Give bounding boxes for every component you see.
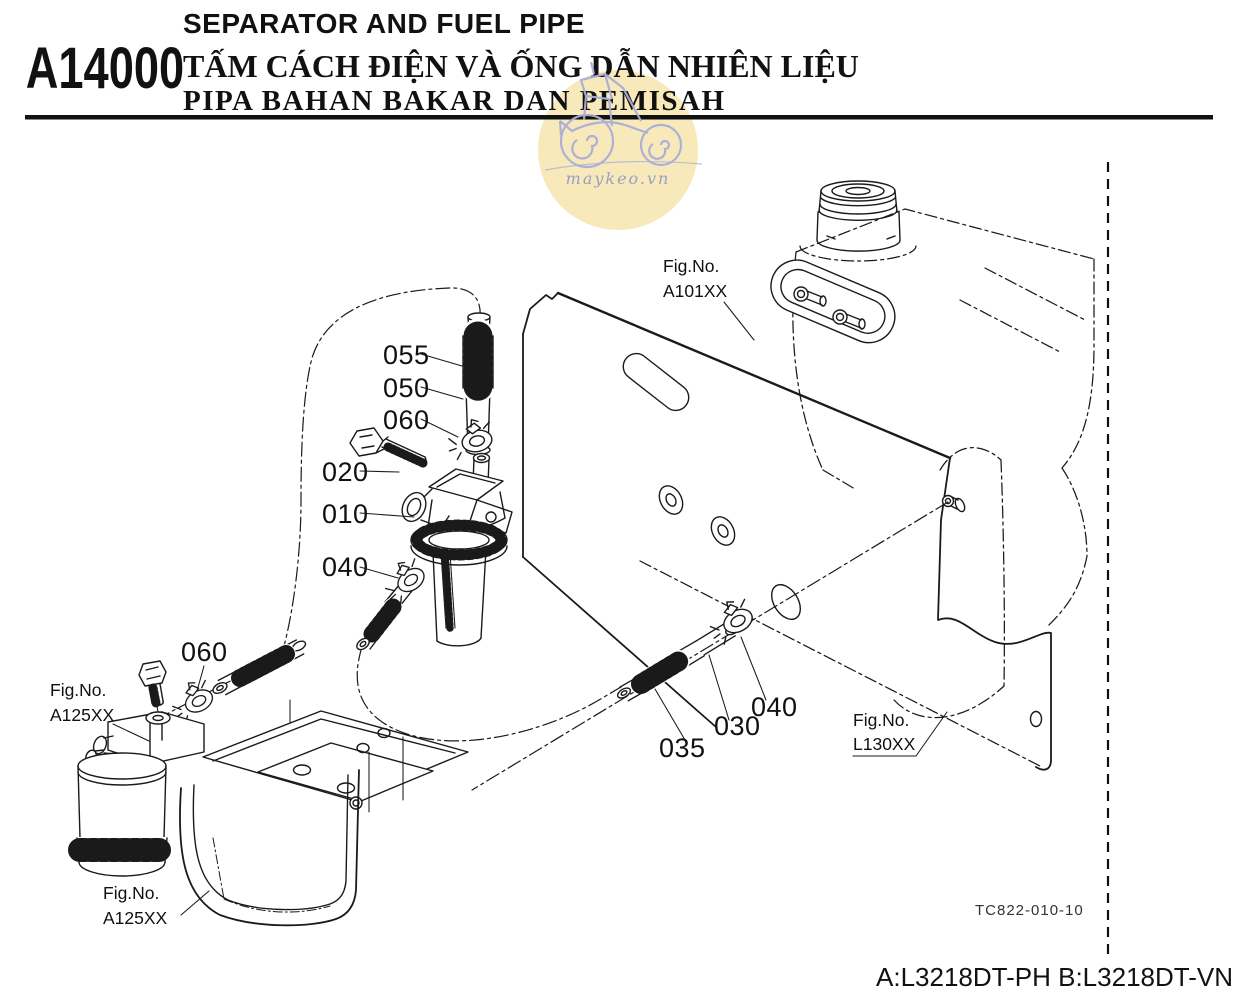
drawing-number: TC822-010-10 <box>975 902 1084 919</box>
drain-rod <box>441 549 454 632</box>
watermark-tractor-icon <box>544 61 703 171</box>
figure-references: Fig.No. A101XX Fig.No. A125XX Fig.No. A1… <box>50 256 948 928</box>
separator-panel <box>522 291 1052 771</box>
callout-040-bottom: 040 <box>751 692 798 722</box>
hose-040-mid <box>356 580 415 651</box>
title-vietnamese: TẤM CÁCH ĐIỆN VÀ ỐNG DẪN NHIÊN LIỆU <box>183 48 859 84</box>
figref-leaders <box>112 301 948 916</box>
stud-plate <box>770 259 896 344</box>
figref-l130-code: L130XX <box>853 734 916 754</box>
model-codes: A:L3218DT-PH B:L3218DT-VN <box>876 962 1233 992</box>
figref-a125b-code: A125XX <box>103 908 168 928</box>
callout-030: 030 <box>714 711 761 741</box>
watermark-site-text: maykeo.vn <box>566 169 671 188</box>
fuel-filter-assembly <box>67 711 205 877</box>
stud-bolt <box>793 286 827 307</box>
callouts: 055 050 060 020 010 040 060 035 030 040 <box>181 340 798 763</box>
pipe-hole <box>770 583 802 621</box>
section-code: A14000 <box>26 37 184 102</box>
figref-l130-label: Fig.No. <box>853 710 909 730</box>
tank-filler-neck <box>816 180 901 252</box>
fuel-tank-phantom <box>792 208 1095 719</box>
title-indonesian: PIPA BAHAN BAKAR DAN PEMISAH <box>183 85 726 117</box>
bolt-020 <box>349 427 428 468</box>
callout-060-left: 060 <box>181 637 228 667</box>
figref-a101-code: A101XX <box>663 281 728 301</box>
panel-screw <box>941 494 966 513</box>
figref-a125b-label: Fig.No. <box>103 883 159 903</box>
filter-cover <box>179 769 360 927</box>
grommet <box>658 485 684 515</box>
panel-hole <box>1029 710 1043 728</box>
callout-060: 060 <box>383 405 430 435</box>
callout-020: 020 <box>322 457 369 487</box>
figref-a125a-label: Fig.No. <box>50 680 106 700</box>
watermark <box>538 70 698 230</box>
callout-010: 010 <box>322 499 369 529</box>
bracket-screw <box>349 796 363 810</box>
hose-clamp-040-mid <box>375 553 432 608</box>
callout-035: 035 <box>659 733 706 763</box>
callout-055: 055 <box>383 340 430 370</box>
ring-teeth <box>411 519 507 561</box>
watermark-circle <box>538 70 698 230</box>
callout-040: 040 <box>322 552 369 582</box>
header-rule <box>25 115 1213 120</box>
page-header: A14000 SEPARATOR AND FUEL PIPE TẤM CÁCH … <box>25 8 1213 120</box>
hose-piece-left <box>212 639 307 696</box>
figref-a101-label: Fig.No. <box>663 256 719 276</box>
stud-bolt <box>832 309 866 330</box>
title-english: SEPARATOR AND FUEL PIPE <box>183 8 585 39</box>
pipe-035-ribs <box>631 651 689 694</box>
callout-050: 050 <box>383 373 430 403</box>
water-separator-assembly <box>401 452 513 647</box>
grommet <box>710 516 736 546</box>
fuel-line-curves <box>283 287 622 742</box>
figref-a125a-code: A125XX <box>50 705 115 725</box>
fuel-pipe-group <box>616 621 741 702</box>
mount-bracket <box>202 699 469 813</box>
leader-lines <box>196 353 767 741</box>
